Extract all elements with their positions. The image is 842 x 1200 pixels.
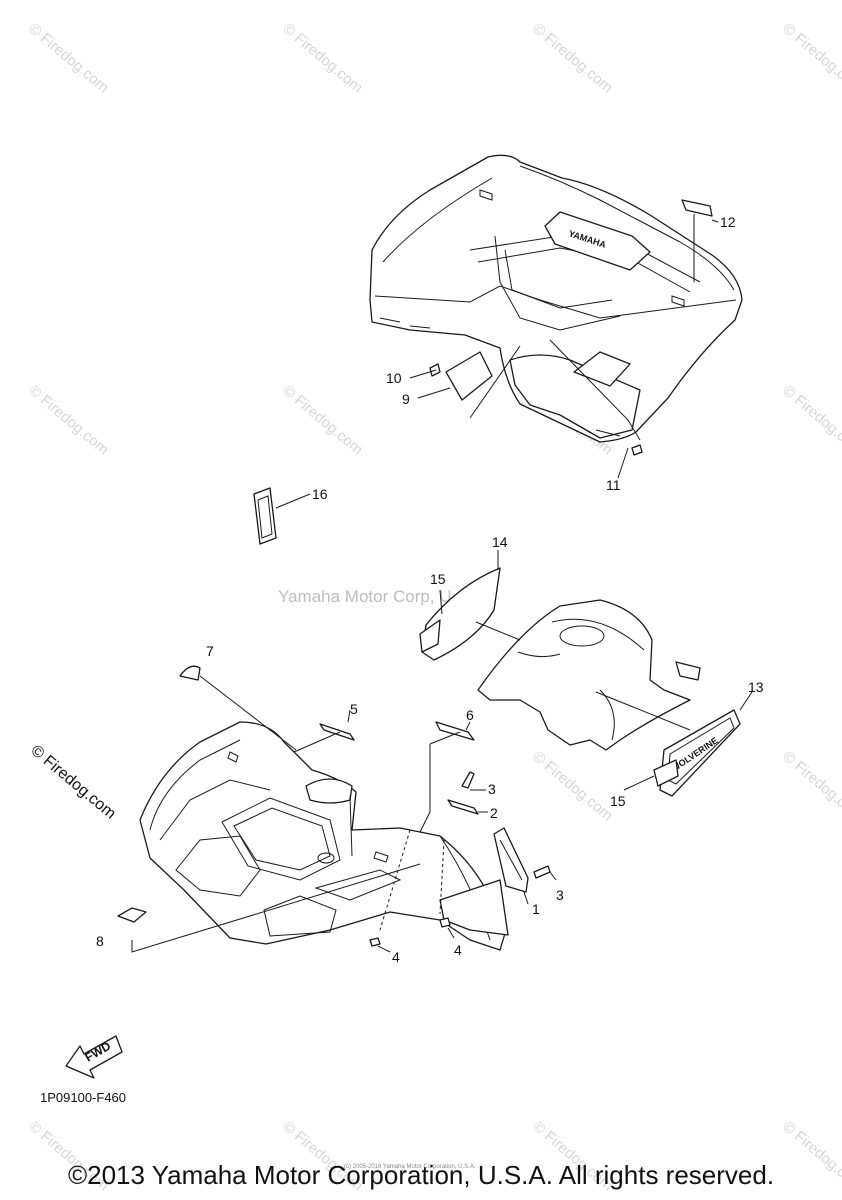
mudflap-1 (439, 827, 529, 936)
callout-3-upper: 3 (488, 781, 496, 797)
center-watermark: Yamaha Motor Corp, U.S.A. (278, 587, 488, 606)
front-fender (139, 721, 507, 951)
fwd-arrow: FWD (65, 1035, 123, 1079)
watermark: © Firedog.com (779, 20, 842, 96)
decal-7 (179, 665, 201, 681)
callout-10: 10 (386, 370, 402, 386)
callout-5: 5 (350, 701, 358, 717)
callout-11: 11 (606, 477, 621, 493)
callout-14: 14 (492, 534, 508, 550)
decal-8 (117, 907, 147, 923)
decal-15-upper (419, 619, 441, 653)
callout-4-left: 4 (392, 949, 400, 965)
callout-labels: 1 2 3 3 4 4 5 6 7 8 9 10 11 12 13 14 15 … (96, 214, 764, 965)
callout-12: 12 (720, 214, 736, 230)
callout-15-lower: 15 (610, 793, 626, 809)
watermark: © Firedog.com (779, 748, 842, 824)
watermark: © Firedog.com (279, 382, 365, 458)
callout-4-right: 4 (454, 942, 462, 958)
washer-2 (447, 799, 479, 815)
copyright-notice: ©2013 Yamaha Motor Corporation, U.S.A. A… (67, 1160, 775, 1190)
watermark: © Firedog.com (25, 20, 111, 96)
decal-5 (319, 723, 355, 741)
watermark: © Firedog.com (25, 382, 111, 458)
screw-3-upper (461, 771, 475, 789)
rear-leaders (409, 214, 719, 479)
decal-12 (681, 199, 713, 217)
decal-9 (445, 351, 493, 401)
decal-16 (253, 487, 311, 545)
callout-15-upper: 15 (430, 571, 446, 587)
front-leaders (131, 675, 557, 953)
callout-1: 1 (532, 901, 540, 917)
rivet-11 (631, 444, 643, 456)
watermark: © Firedog.com (529, 20, 615, 96)
tank-leaders (439, 550, 753, 791)
emblem-13: WOLVERINE (659, 709, 741, 797)
callout-6: 6 (466, 707, 474, 723)
callout-2: 2 (490, 805, 498, 821)
watermark: © Firedog.com (279, 20, 365, 96)
callout-8: 8 (96, 933, 104, 949)
nut-4-left (369, 937, 381, 947)
callout-7: 7 (206, 643, 214, 659)
callout-9: 9 (402, 391, 410, 407)
part-code: 1P09100-F460 (40, 1090, 126, 1105)
small-print: (c) 2005-2016 Yamaha Motor Corporation, … (344, 1164, 476, 1170)
nut-4-right (439, 917, 451, 928)
emblem-15-lower (653, 759, 679, 787)
callout-13: 13 (748, 679, 764, 695)
screw-3-lower (533, 865, 551, 879)
callout-16: 16 (312, 486, 328, 502)
decal-14 (421, 567, 501, 661)
watermark: © Firedog.com (529, 748, 615, 824)
tank-cover (477, 599, 701, 751)
watermark: © Firedog.com (27, 742, 118, 823)
callout-3-lower: 3 (556, 887, 564, 903)
decal-6 (435, 721, 475, 741)
rear-fender: YAMAHA (369, 154, 743, 443)
watermark: © Firedog.com (779, 382, 842, 458)
